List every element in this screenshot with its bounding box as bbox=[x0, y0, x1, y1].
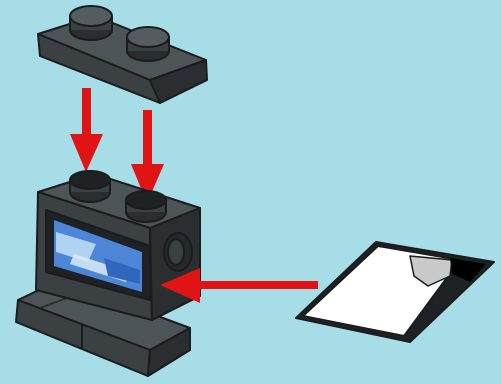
stud bbox=[69, 5, 113, 41]
down-arrow-left bbox=[70, 88, 103, 172]
down-arrow-right bbox=[131, 110, 164, 203]
screen-display bbox=[54, 220, 142, 292]
left-arrow bbox=[160, 268, 318, 303]
stud bbox=[69, 170, 111, 203]
stud bbox=[125, 190, 167, 223]
sticker-sheet bbox=[295, 241, 495, 343]
plate-2x1 bbox=[37, 5, 208, 104]
stud bbox=[126, 26, 170, 62]
